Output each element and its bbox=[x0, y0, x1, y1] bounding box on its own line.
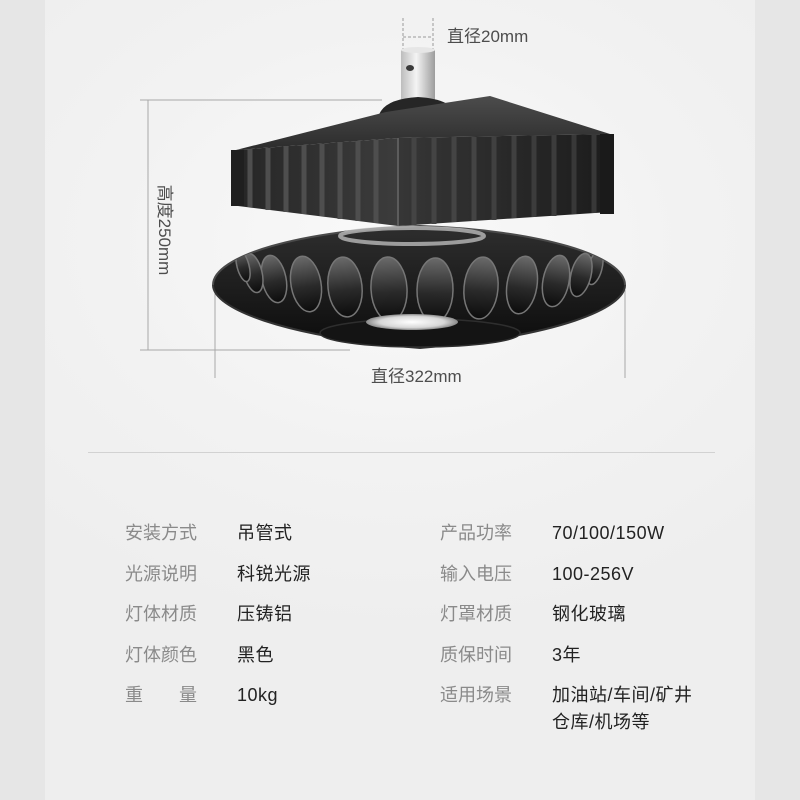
cover-material-label: 灯罩材质 bbox=[440, 604, 512, 624]
spec-row: 安装方式 吊管式 产品功率 70/100/150W bbox=[0, 522, 800, 544]
body-color-label: 灯体颜色 bbox=[125, 645, 197, 665]
lamp-illustration bbox=[140, 18, 626, 378]
weight-label: 重 量 bbox=[125, 685, 197, 705]
tube-top-cap bbox=[401, 47, 435, 53]
warranty-value: 3年 bbox=[552, 645, 582, 665]
stem-diameter-label: 直径20mm bbox=[447, 27, 529, 46]
body-material-label: 灯体材质 bbox=[125, 604, 197, 624]
power-value: 70/100/150W bbox=[552, 523, 665, 543]
housing-left-ear bbox=[231, 150, 244, 206]
weight-value: 10kg bbox=[237, 685, 279, 705]
vent-cutout bbox=[463, 256, 499, 320]
vent-cutout bbox=[505, 255, 539, 315]
led-lens-glow bbox=[366, 314, 458, 330]
spec-row: 灯体颜色 黑色 质保时间 3年 bbox=[0, 644, 800, 666]
light-source-label: 光源说明 bbox=[125, 564, 197, 584]
body-material-value: 压铸铝 bbox=[237, 604, 293, 624]
body-color-value: 黑色 bbox=[237, 645, 274, 665]
vent-cutout bbox=[569, 252, 593, 298]
housing-top-face bbox=[236, 96, 610, 150]
spec-row: 重 量 10kg 适用场景 加油站/车间/矿井 仓库/机场等 bbox=[0, 684, 800, 732]
tube-screw-hole bbox=[406, 65, 414, 71]
installation-method-label: 安装方式 bbox=[125, 523, 197, 543]
applications-label: 适用场景 bbox=[440, 685, 512, 705]
diameter-label: 直径322mm bbox=[371, 367, 462, 386]
cover-material-value: 钢化玻璃 bbox=[552, 604, 626, 624]
section-divider bbox=[88, 452, 715, 453]
vent-cutout bbox=[541, 254, 571, 308]
vent-cutout bbox=[289, 255, 323, 313]
applications-value-line2: 仓库/机场等 bbox=[552, 712, 651, 732]
disc-bottom-rim bbox=[212, 284, 626, 350]
heatsink-fins bbox=[247, 134, 597, 225]
housing-right-ear bbox=[600, 134, 614, 214]
dimension-lines bbox=[140, 18, 626, 378]
hanging-tube bbox=[401, 50, 435, 106]
housing-right-face bbox=[398, 134, 610, 226]
inner-lens-ring bbox=[338, 226, 486, 246]
input-voltage-value: 100-256V bbox=[552, 564, 635, 584]
warranty-label: 质保时间 bbox=[440, 645, 512, 665]
light-source-value: 科锐光源 bbox=[237, 564, 311, 584]
spec-row: 光源说明 科锐光源 输入电压 100-256V bbox=[0, 563, 800, 585]
applications-value: 加油站/车间/矿井 bbox=[552, 685, 693, 705]
power-label: 产品功率 bbox=[440, 523, 512, 543]
installation-method-value: 吊管式 bbox=[237, 523, 293, 543]
vent-cutouts bbox=[235, 249, 604, 323]
spec-row: 灯体材质 压铸铝 灯罩材质 钢化玻璃 bbox=[0, 603, 800, 625]
lamp bbox=[212, 47, 626, 350]
vent-cutout bbox=[327, 256, 363, 318]
input-voltage-label: 输入电压 bbox=[440, 564, 512, 584]
